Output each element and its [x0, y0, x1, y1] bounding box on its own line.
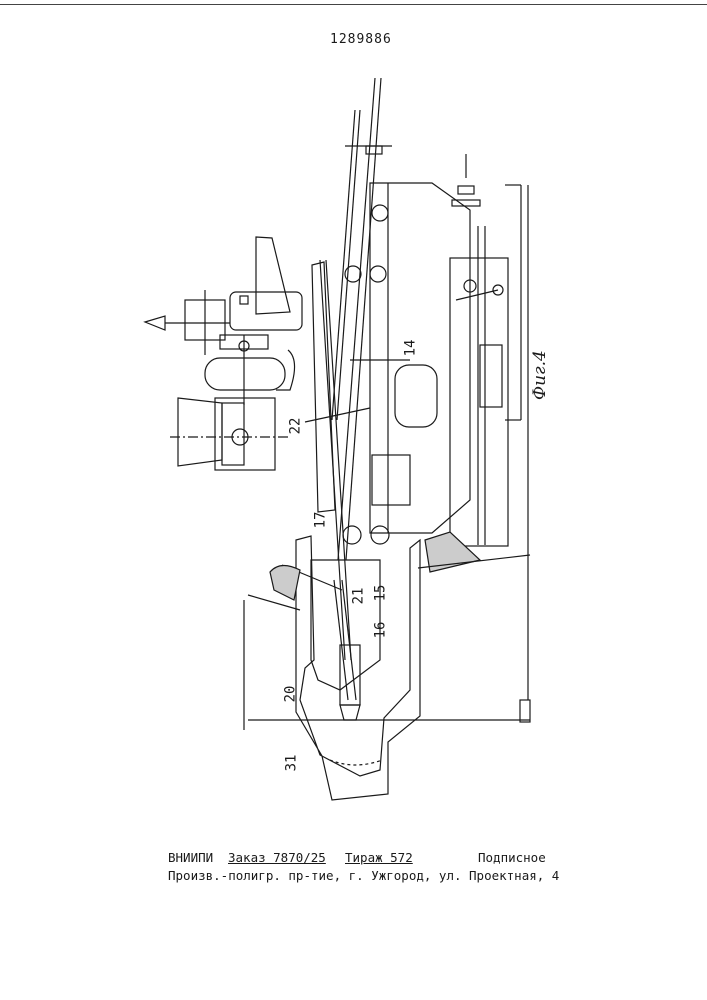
imprint-subscription: Подписное: [478, 850, 546, 865]
callout-14: 14: [402, 340, 418, 357]
guide-rail: [450, 154, 528, 700]
callout-31: 31: [283, 755, 299, 772]
imprint-circulation: Тираж 572: [345, 850, 413, 865]
callout-21: 21: [350, 588, 366, 605]
figure-label: Фиг.4: [530, 350, 550, 400]
vessel-support: [520, 700, 530, 722]
burner-assembly: [145, 237, 302, 405]
lance-rods: [320, 78, 392, 660]
imprint-org: ВНИИПИ: [168, 850, 213, 865]
rollers: [343, 526, 389, 544]
cylinder-unit: [170, 398, 290, 470]
imprint-order: Заказ 7870/25: [228, 850, 326, 865]
imprint-publisher: Произв.-полигр. пр-тие, г. Ужгород, ул. …: [168, 868, 559, 883]
callout-16: 16: [372, 622, 388, 639]
callout-20: 20: [282, 686, 298, 703]
carriage-frame: [345, 183, 470, 533]
callout-15: 15: [372, 585, 388, 602]
callout-22: 22: [287, 418, 303, 435]
callout-17: 17: [312, 512, 328, 529]
